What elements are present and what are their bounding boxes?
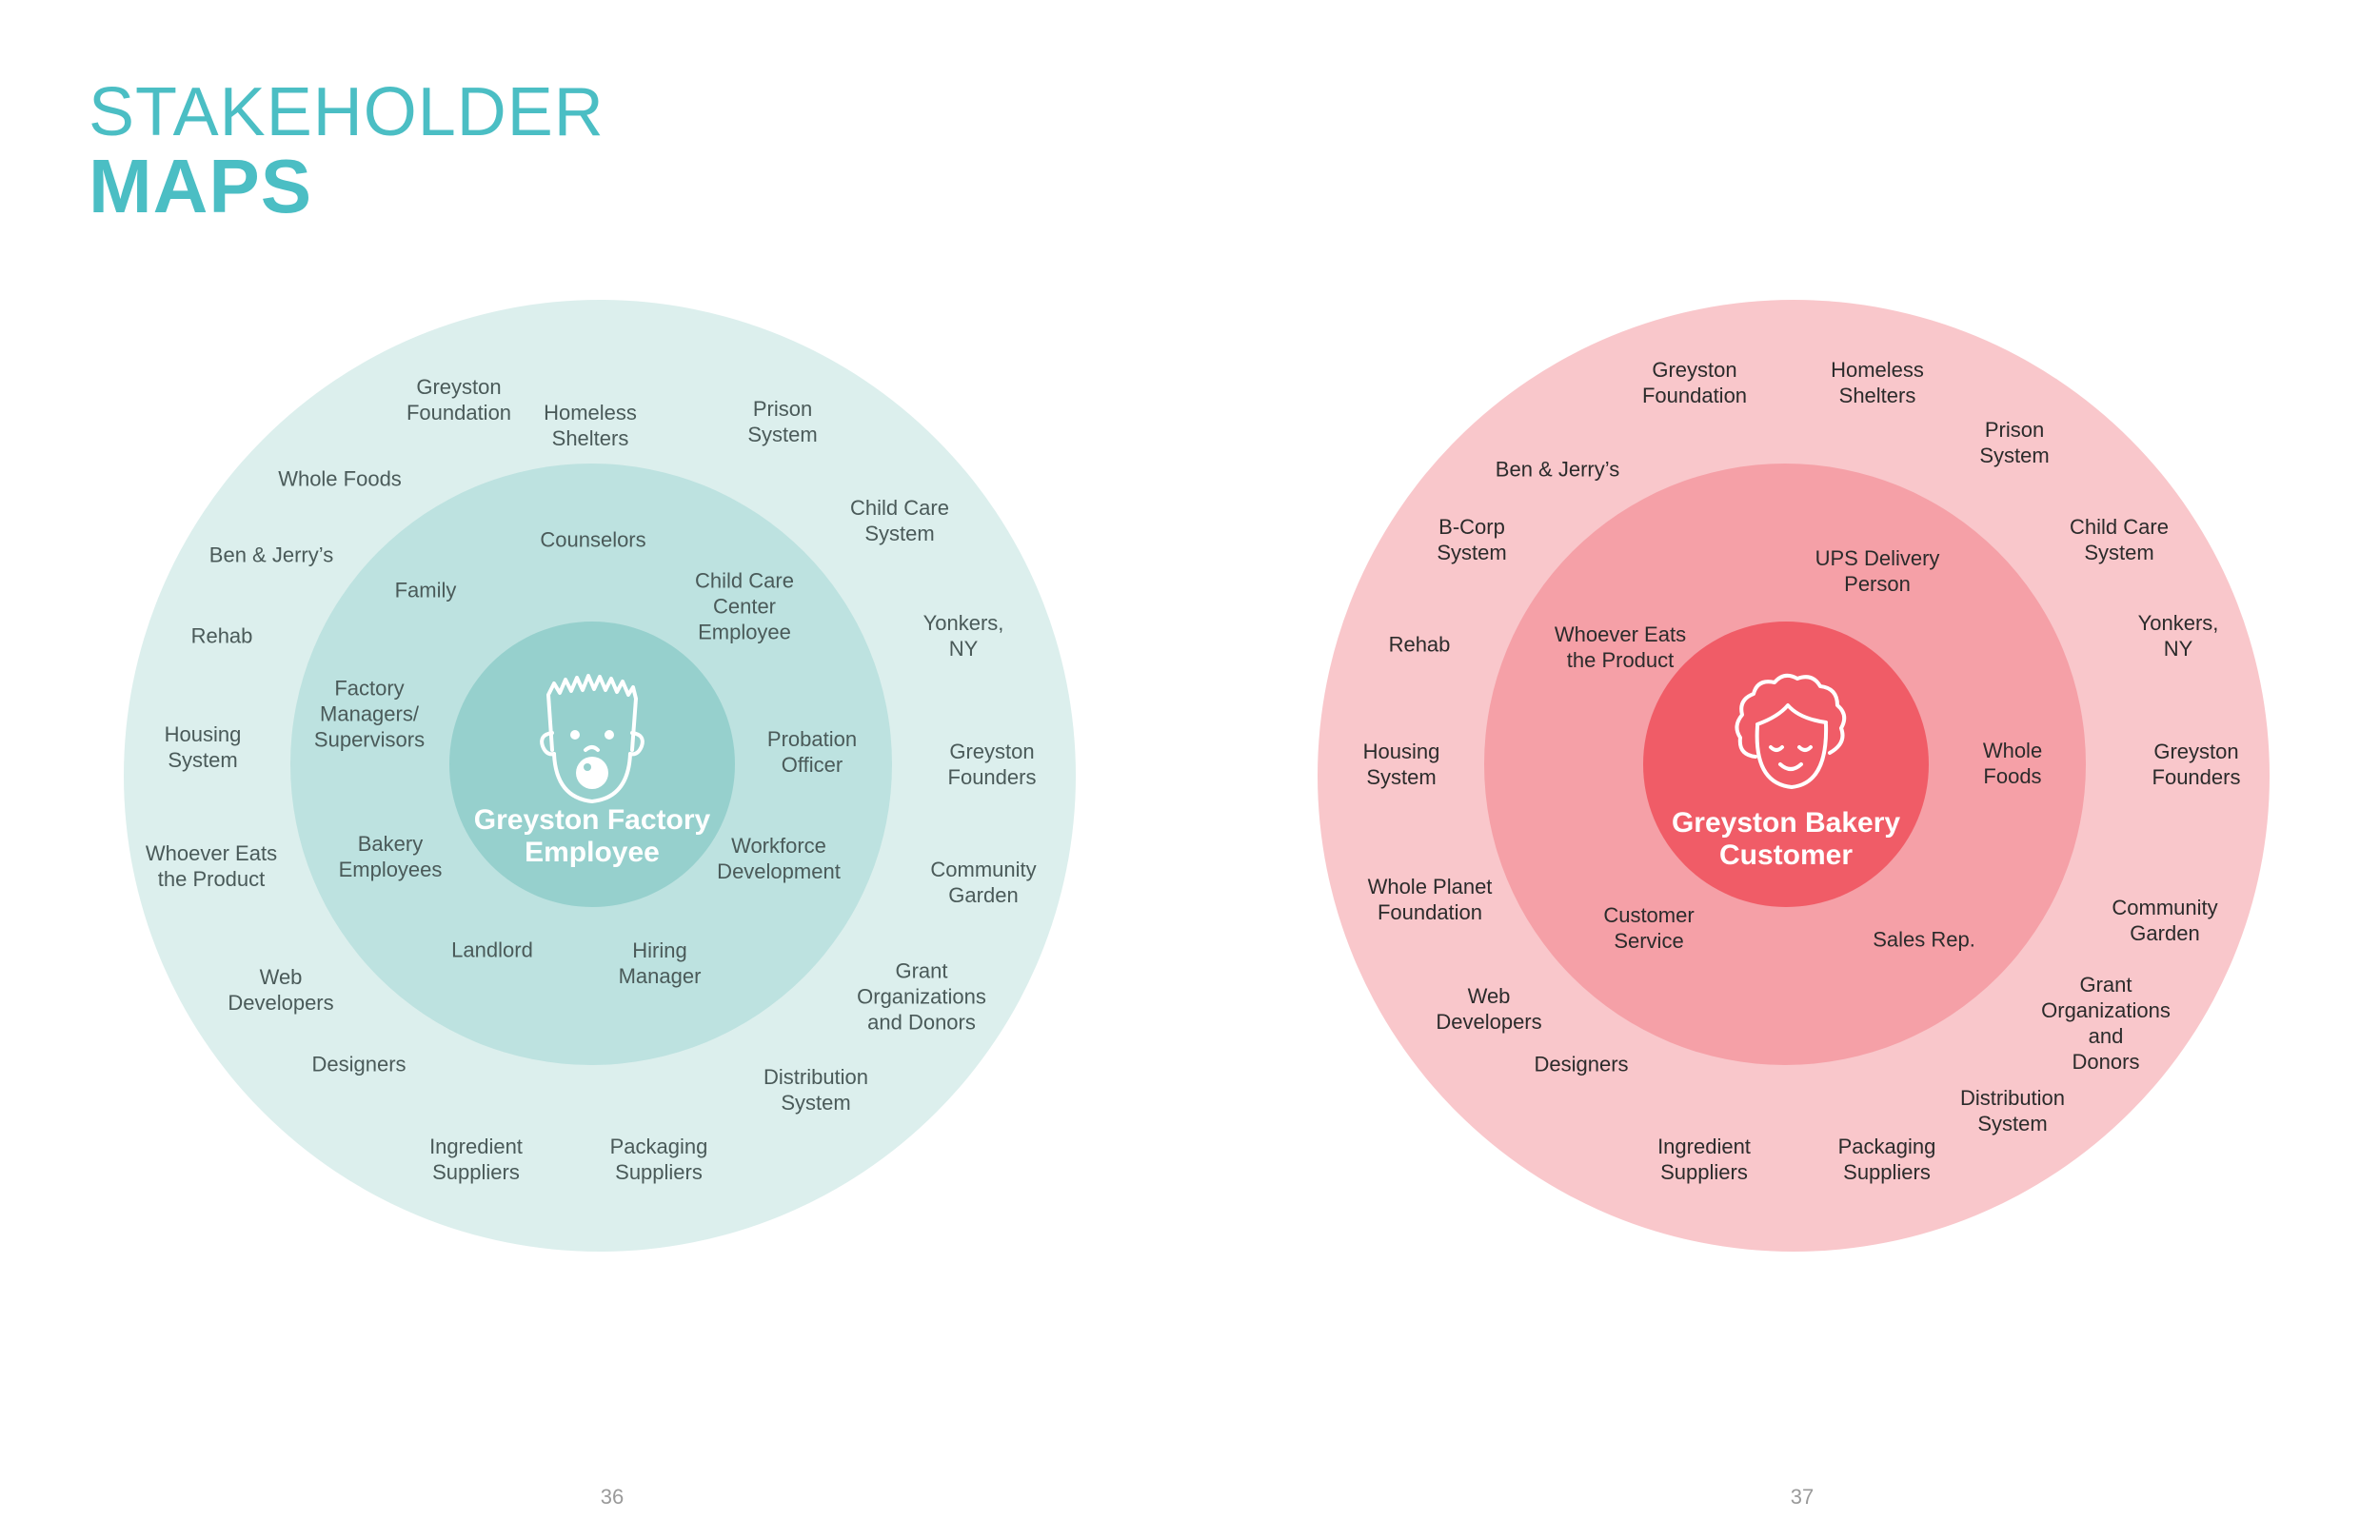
stakeholder-label: Prison System: [1979, 418, 2050, 467]
stakeholder-label: Child Care System: [2070, 515, 2169, 564]
stakeholder-label: Rehab: [190, 623, 253, 648]
stakeholder-label: Whole Foods: [1982, 739, 2043, 788]
stakeholder-label: Bakery Employees: [338, 832, 443, 881]
stakeholder-label: Factory Managers/ Supervisors: [313, 676, 426, 752]
stakeholder-label: Landlord: [451, 938, 533, 962]
stakeholder-map-bakery-customer: Greyston Bakery Customer Greyston Founda…: [1318, 300, 2270, 1252]
stakeholder-label: Yonkers, NY: [2137, 611, 2219, 661]
stakeholder-label: Family: [394, 578, 457, 602]
stakeholder-label: Web Developers: [1436, 984, 1542, 1034]
stakeholder-label: Grant Organizations and Donors: [2041, 973, 2171, 1074]
stakeholder-label: Ingredient Suppliers: [1657, 1135, 1751, 1184]
center-label: Greyston Factory Employee: [473, 804, 711, 868]
stakeholder-label: Homeless Shelters: [544, 401, 637, 450]
stakeholder-label: Whole Foods: [278, 466, 402, 491]
page-title: STAKEHOLDER MAPS: [89, 78, 605, 225]
stakeholder-label: UPS Delivery Person: [1815, 546, 1940, 596]
stakeholder-label: Web Developers: [228, 965, 334, 1015]
stakeholder-label: Whole Planet Foundation: [1367, 875, 1493, 924]
center-circle: [1643, 622, 1929, 907]
stakeholder-label: Hiring Manager: [618, 938, 702, 988]
stakeholder-label: Whoever Eats the Product: [1554, 622, 1687, 672]
curly-hair-face-icon: [1735, 673, 1847, 789]
stakeholder-label: Prison System: [747, 397, 818, 446]
stakeholder-label: Child Care System: [850, 496, 949, 545]
center-label: Greyston Bakery Customer: [1671, 807, 1901, 871]
stakeholder-label: Sales Rep.: [1873, 927, 1975, 952]
stakeholder-label: Rehab: [1388, 632, 1451, 657]
stakeholder-label: Greyston Founders: [947, 740, 1037, 789]
stakeholder-label: B-Corp System: [1437, 515, 1507, 564]
stakeholder-label: Ben & Jerry’s: [208, 543, 334, 567]
stakeholder-label: Child Care Center Employee: [695, 568, 794, 644]
stakeholder-label: Housing System: [1362, 740, 1440, 789]
stakeholder-label: Whoever Eats the Product: [145, 841, 278, 891]
stakeholder-label: Greyston Founders: [2152, 740, 2241, 789]
stakeholder-label: Distribution System: [1959, 1086, 2066, 1135]
stakeholder-label: Counselors: [540, 527, 646, 552]
stakeholder-label: Housing System: [164, 722, 242, 772]
stakeholder-label: Grant Organizations and Donors: [857, 958, 986, 1035]
stakeholder-label: Community Garden: [2112, 896, 2218, 945]
stakeholder-label: Packaging Suppliers: [1837, 1135, 1936, 1184]
stakeholder-label: Designers: [311, 1052, 407, 1076]
stakeholder-label: Distribution System: [763, 1065, 869, 1115]
stakeholder-label: Ingredient Suppliers: [429, 1135, 523, 1184]
stakeholder-label: Designers: [1534, 1052, 1629, 1076]
stakeholder-label: Ben & Jerry’s: [1495, 457, 1620, 482]
stakeholder-label: Packaging Suppliers: [609, 1135, 708, 1184]
stakeholder-label: Homeless Shelters: [1831, 358, 1924, 407]
title-line-2: MAPS: [89, 144, 313, 228]
stakeholder-label: Yonkers, NY: [922, 611, 1004, 661]
page-number: 36: [600, 1485, 625, 1509]
boy-face-icon: [540, 674, 645, 803]
stakeholder-label: Customer Service: [1603, 903, 1695, 953]
stakeholder-label: Community Garden: [930, 858, 1037, 907]
title-line-1: STAKEHOLDER: [89, 74, 605, 150]
stakeholder-label: Workforce Development: [717, 834, 841, 883]
stakeholder-label: Probation Officer: [766, 727, 858, 777]
stakeholder-label: Greyston Foundation: [1641, 358, 1748, 407]
page-number: 37: [1790, 1485, 1815, 1509]
stakeholder-map-factory-employee: Greyston Factory Employee Homeless Shelt…: [124, 300, 1076, 1252]
stakeholder-label: Greyston Foundation: [406, 375, 512, 424]
